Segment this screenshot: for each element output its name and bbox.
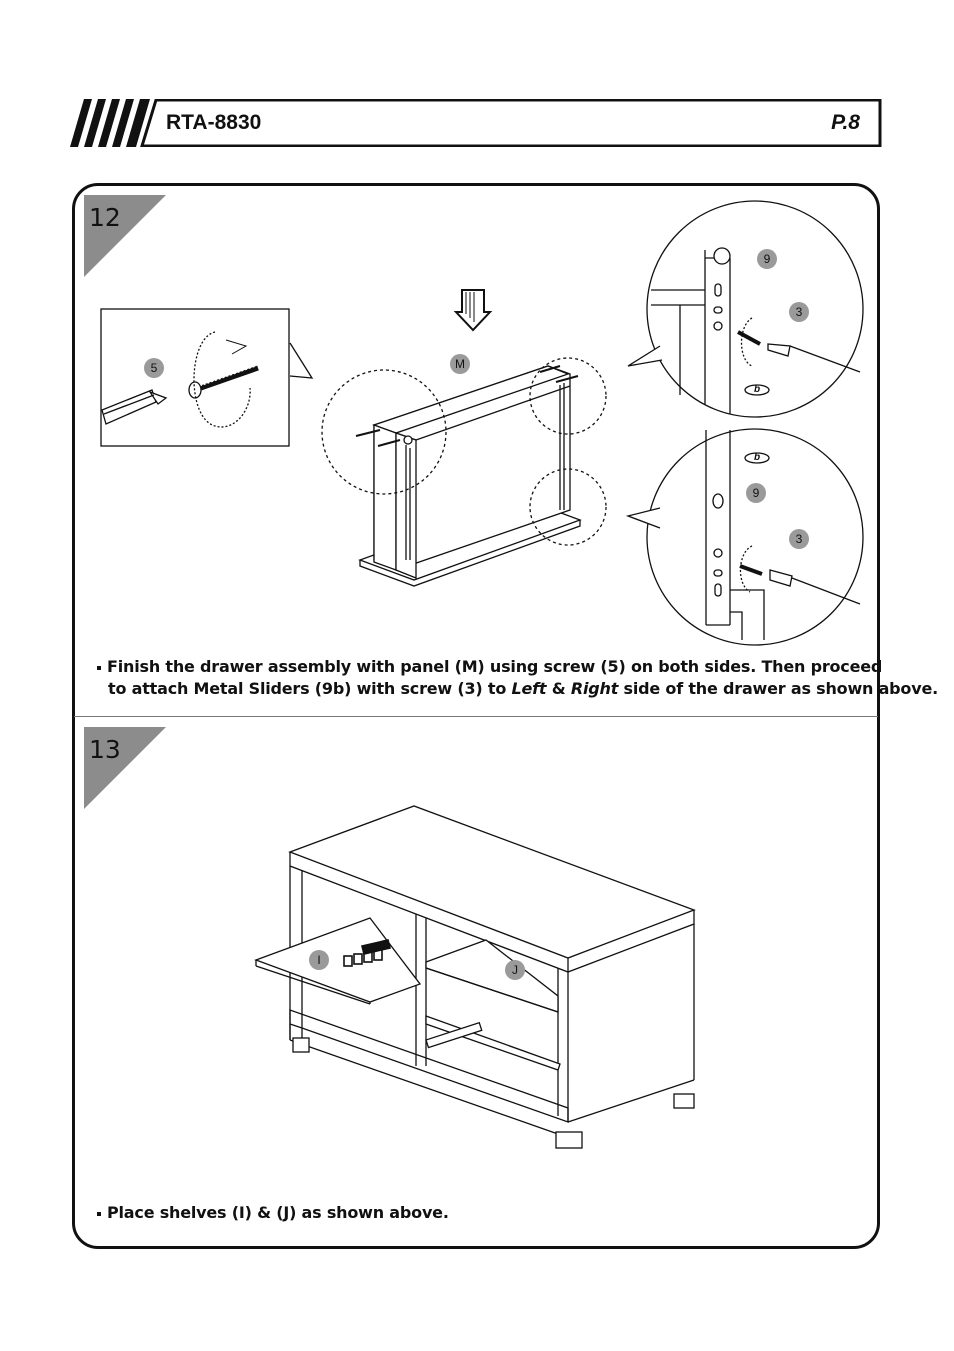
part-label-shelf-i: I [309, 950, 329, 970]
step-12-number: 12 [89, 203, 121, 232]
step-12-line-2b: side of the drawer as shown above. [618, 679, 939, 698]
slider-detail-top [627, 200, 864, 418]
part-label-panel-m: M [450, 354, 470, 374]
part-label-screw-3-top: 3 [789, 302, 809, 322]
part-label-screw-3-bottom: 3 [789, 529, 809, 549]
part-label-shelf-j: J [505, 960, 525, 980]
step-12-left: Left [511, 679, 547, 698]
page-header: RTA-8830 P.8 [70, 99, 882, 147]
part-label-slider-9-top: 9 [757, 249, 777, 269]
bullet-icon [97, 665, 101, 670]
step-12-right: Right [570, 679, 619, 698]
model-number: RTA-8830 [166, 111, 262, 134]
screw-icon [188, 365, 259, 399]
shelf-pins-icon [343, 939, 391, 967]
header-frame [70, 99, 882, 147]
tv-stand-cabinet-drawing [254, 805, 696, 1149]
screwdriver-icon [101, 389, 168, 425]
down-arrow-icon [453, 289, 493, 332]
drawer-assembly-drawing [321, 357, 607, 587]
part-label-slider-b-top: b [753, 384, 761, 395]
part-label-screw-5: 5 [144, 358, 164, 378]
page-number: P.8 [831, 111, 860, 134]
step-12-line-1: Finish the drawer assembly with panel (M… [107, 657, 883, 676]
step-12-amp: & [546, 679, 571, 698]
step-divider [74, 716, 878, 717]
step-13-number: 13 [89, 735, 121, 764]
rotation-arrow-icon [193, 331, 251, 428]
step-12-instruction: Finish the drawer assembly with panel (M… [97, 656, 938, 700]
header-stripes-icon [70, 99, 150, 147]
bullet-icon [97, 1211, 101, 1216]
instruction-frame [72, 183, 880, 1249]
step-13-instruction: Place shelves (I) & (J) as shown above. [97, 1202, 449, 1224]
step-12-line-2a: to attach Metal Sliders (9b) with screw … [108, 679, 512, 698]
slider-detail-bottom [625, 428, 864, 646]
screw-detail-callout [100, 308, 314, 447]
step-13-text: Place shelves (I) & (J) as shown above. [107, 1203, 449, 1222]
part-label-slider-b-bottom: b [753, 452, 761, 463]
part-label-slider-9-bottom: 9 [746, 483, 766, 503]
step13-corner-tab [84, 727, 166, 809]
step12-corner-tab [84, 195, 166, 277]
